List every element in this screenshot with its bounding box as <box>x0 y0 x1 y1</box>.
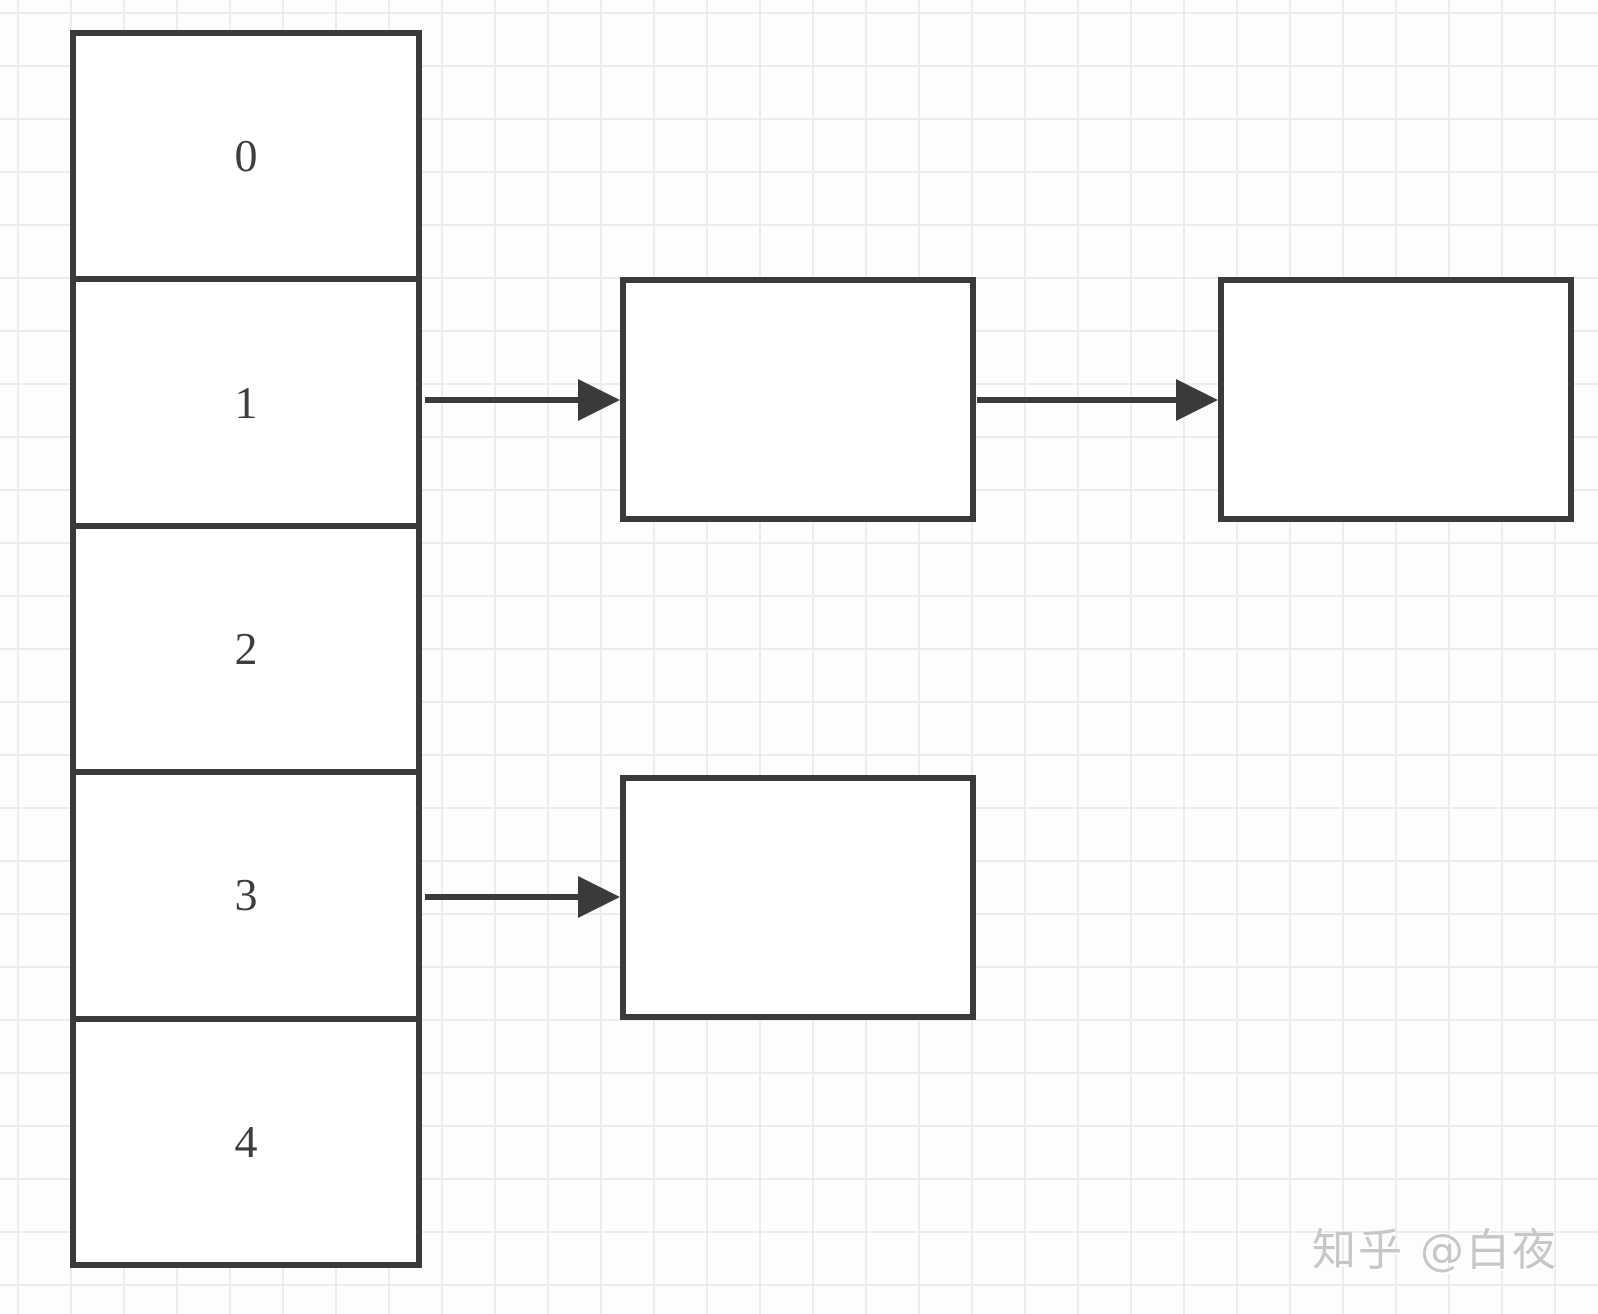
edge-arrow-node1-to-node2 <box>977 379 1218 421</box>
edge-arrow-cell3-to-node3 <box>425 876 620 918</box>
array-cell-label: 2 <box>234 623 258 675</box>
watermark: 知乎 @白夜 <box>1312 1225 1558 1276</box>
array-cell-4: 4 <box>76 1015 416 1262</box>
array-cell-3: 3 <box>76 769 416 1015</box>
index-array: 0 1 2 3 4 <box>70 30 422 1268</box>
array-cell-label: 0 <box>234 130 258 182</box>
list-node-3 <box>620 775 976 1020</box>
array-cell-2: 2 <box>76 522 416 769</box>
array-cell-0: 0 <box>76 36 416 276</box>
list-node-1 <box>620 277 976 522</box>
list-node-2 <box>1218 277 1574 522</box>
edge-arrow-cell1-to-node1 <box>425 379 620 421</box>
array-cell-label: 3 <box>234 869 258 921</box>
array-cell-1: 1 <box>76 276 416 522</box>
array-cell-label: 1 <box>234 376 258 428</box>
array-cell-label: 4 <box>234 1115 258 1167</box>
